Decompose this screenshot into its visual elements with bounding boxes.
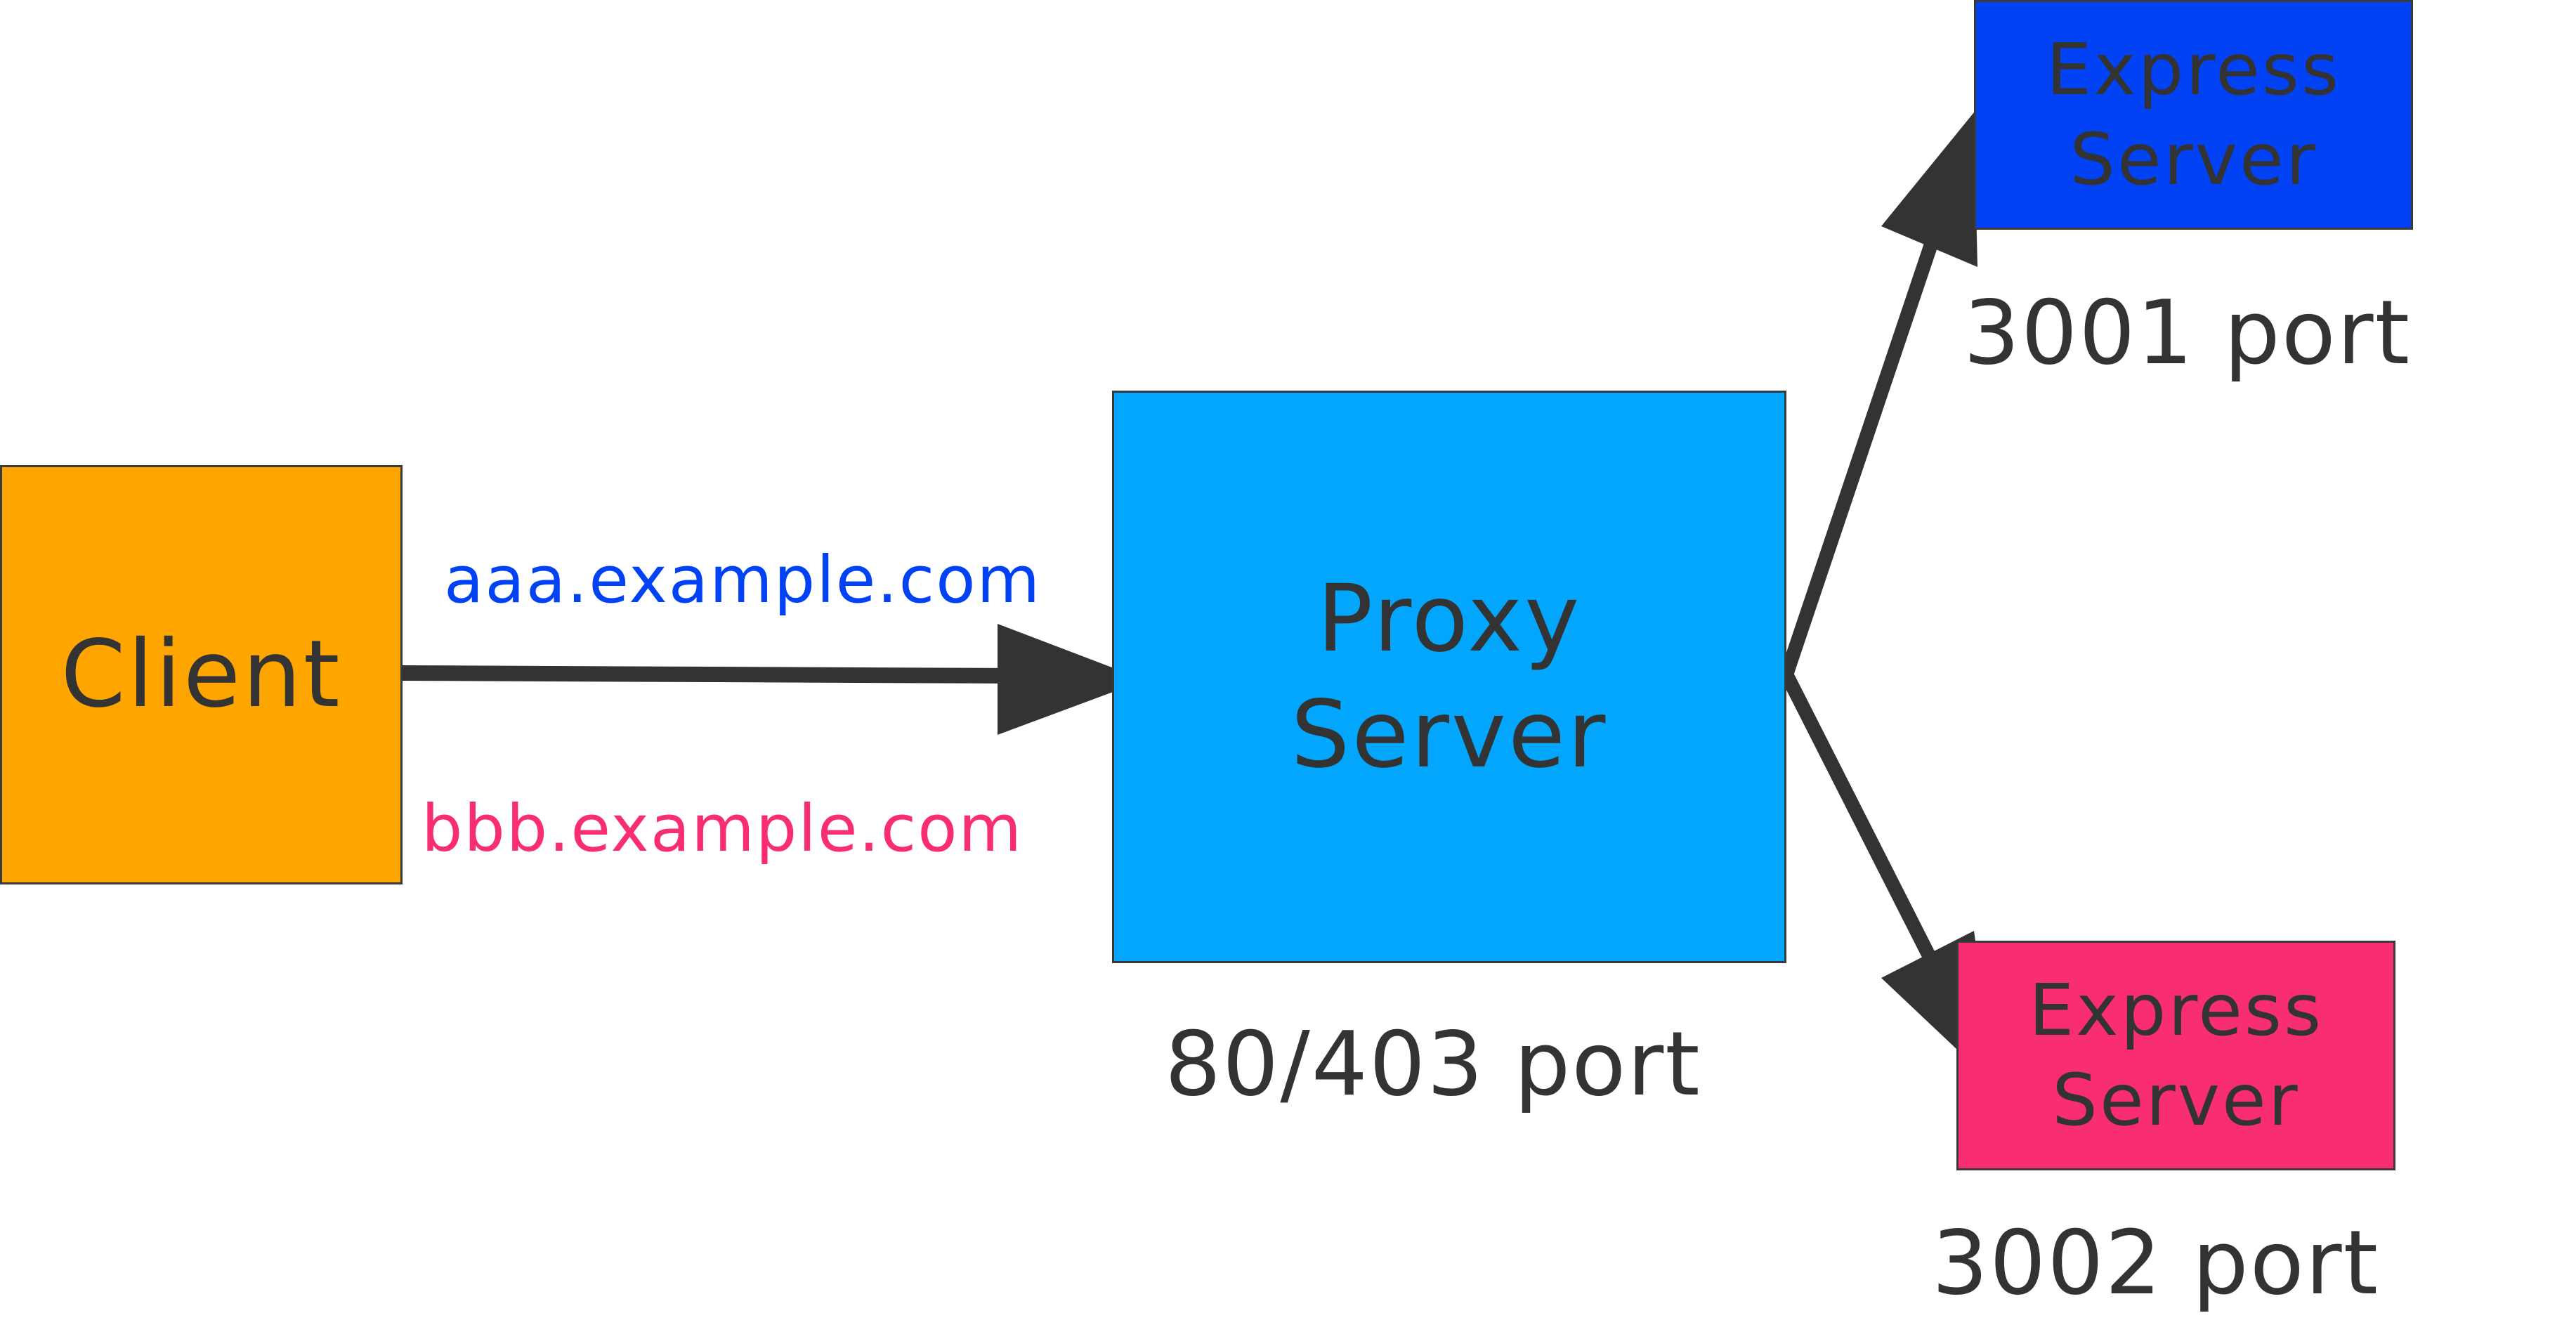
- arrow-head: [1881, 112, 1977, 267]
- domain-label-aaa: aaa.example.com: [444, 542, 1042, 618]
- express-server-node-3001: Express Server: [1974, 0, 2413, 230]
- proxy-server-node: Proxy Server: [1112, 391, 1786, 963]
- express-server-label-3001: Express Server: [2046, 28, 2341, 202]
- express-server-node-3002: Express Server: [1956, 941, 2395, 1170]
- arrow-shaft: [1779, 667, 1947, 985]
- client-node: Client: [0, 465, 403, 884]
- express-server-label-3002: Express Server: [2028, 969, 2324, 1142]
- express-port-label-3001: 3001 port: [1963, 281, 2411, 384]
- proxy-port-label: 80/403 port: [1165, 1012, 1701, 1116]
- arrow-shaft: [395, 665, 1019, 684]
- proxy-server-label: Proxy Server: [1290, 564, 1608, 789]
- domain-label-bbb: bbb.example.com: [421, 791, 1024, 866]
- arrow-client-to-proxy: [395, 624, 1145, 735]
- client-label: Client: [60, 620, 342, 729]
- arrow-proxy-to-express-1: [1779, 112, 1977, 681]
- express-port-label-3002: 3002 port: [1932, 1211, 2379, 1314]
- arrow-shaft: [1779, 214, 1946, 681]
